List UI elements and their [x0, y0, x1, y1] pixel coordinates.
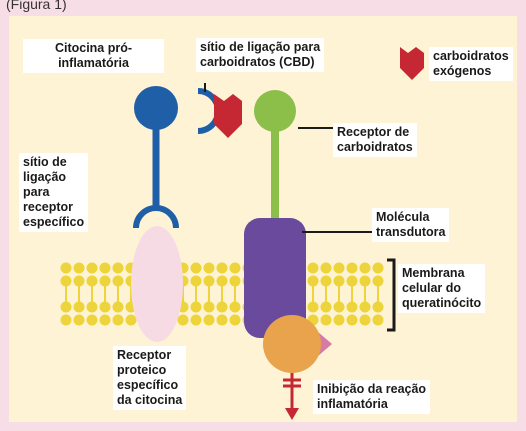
lipid-head: [307, 301, 319, 313]
lipid-head: [229, 275, 241, 287]
lipid-head: [112, 301, 124, 313]
lipid-head: [346, 262, 358, 274]
lipid-head: [229, 314, 241, 326]
lipid-head: [320, 262, 332, 274]
lipid-head: [86, 262, 98, 274]
lipid-head: [86, 275, 98, 287]
lipid-head: [320, 275, 332, 287]
lipid-head: [372, 262, 384, 274]
lipid-head: [216, 262, 228, 274]
lipid-head: [359, 314, 371, 326]
inhibition-arrow: [283, 373, 301, 420]
lipid-head: [73, 301, 85, 313]
lipid-head: [320, 301, 332, 313]
lipid-head: [190, 314, 202, 326]
lipid-head: [73, 314, 85, 326]
lipid-head: [73, 275, 85, 287]
label-carbohydrate-receptor: Receptor de carboidratos: [333, 123, 417, 157]
label-receptor-binding-site: sítio de ligação para receptor específic…: [19, 153, 89, 232]
legend-carbohydrate-icon: [400, 47, 424, 80]
leader-lines: [204, 83, 372, 233]
lipid-head: [73, 262, 85, 274]
lipid-head: [99, 275, 111, 287]
lipid-head: [60, 262, 72, 274]
label-transducer-molecule: Molécula transdutora: [372, 208, 450, 242]
lipid-head: [112, 314, 124, 326]
lipid-head: [229, 301, 241, 313]
lipid-head: [216, 314, 228, 326]
lipid-head: [307, 262, 319, 274]
lipid-head: [112, 275, 124, 287]
lipid-head: [359, 262, 371, 274]
lipid-head: [203, 262, 215, 274]
effector: [263, 315, 321, 373]
label-cbd: sítio de ligação para carboidratos (CBD): [196, 38, 325, 72]
lipid-head: [203, 275, 215, 287]
lipid-head: [372, 301, 384, 313]
lipid-head: [333, 314, 345, 326]
lipid-head: [359, 275, 371, 287]
lipid-head: [99, 301, 111, 313]
carbohydrate-receptor: [254, 90, 296, 218]
lipid-head: [203, 314, 215, 326]
lipid-head: [60, 275, 72, 287]
lipid-head: [216, 275, 228, 287]
lipid-head: [60, 314, 72, 326]
protein-receptor: [131, 226, 183, 342]
lipid-head: [229, 262, 241, 274]
receptor-binding-cup: [133, 205, 179, 229]
label-inhibition: Inibição da reação inflamatória: [313, 380, 431, 414]
transducer-molecule: [244, 218, 306, 338]
lipid-head: [99, 262, 111, 274]
lipid-head: [372, 314, 384, 326]
lipid-head: [359, 301, 371, 313]
lipid-head: [99, 314, 111, 326]
label-protein-receptor: Receptor proteico específico da citocina: [113, 346, 187, 410]
lipid-head: [190, 262, 202, 274]
lipid-head: [346, 314, 358, 326]
lipid-head: [333, 301, 345, 313]
cytokine: [133, 86, 221, 229]
lipid-head: [86, 314, 98, 326]
lipid-head: [372, 275, 384, 287]
lipid-head: [190, 275, 202, 287]
lipid-head: [216, 301, 228, 313]
lipid-head: [86, 301, 98, 313]
lipid-head: [333, 275, 345, 287]
effector-tip: [318, 332, 332, 356]
lipid-head: [60, 301, 72, 313]
lipid-head: [333, 262, 345, 274]
membrane-bracket: [387, 258, 396, 332]
figure-caption-fragment: (Figura 1): [6, 0, 67, 12]
lipid-head: [346, 275, 358, 287]
exogenous-carbohydrate-icon: [214, 94, 242, 138]
label-keratinocyte-membrane: Membrana celular do queratinócito: [398, 264, 486, 313]
lipid-head: [190, 301, 202, 313]
lipid-head: [125, 314, 137, 326]
membrane-bilayer: [60, 262, 384, 326]
lipid-head: [346, 301, 358, 313]
lipid-head: [320, 314, 332, 326]
label-exogenous-carbohydrates: carboidratos exógenos: [429, 47, 513, 81]
lipid-head: [203, 301, 215, 313]
lipid-head: [307, 275, 319, 287]
lipid-head: [112, 262, 124, 274]
cytokine-ball: [134, 86, 178, 130]
label-cytokine: Citocina pró- inflamatória: [23, 39, 164, 73]
lipid-head: [177, 314, 189, 326]
